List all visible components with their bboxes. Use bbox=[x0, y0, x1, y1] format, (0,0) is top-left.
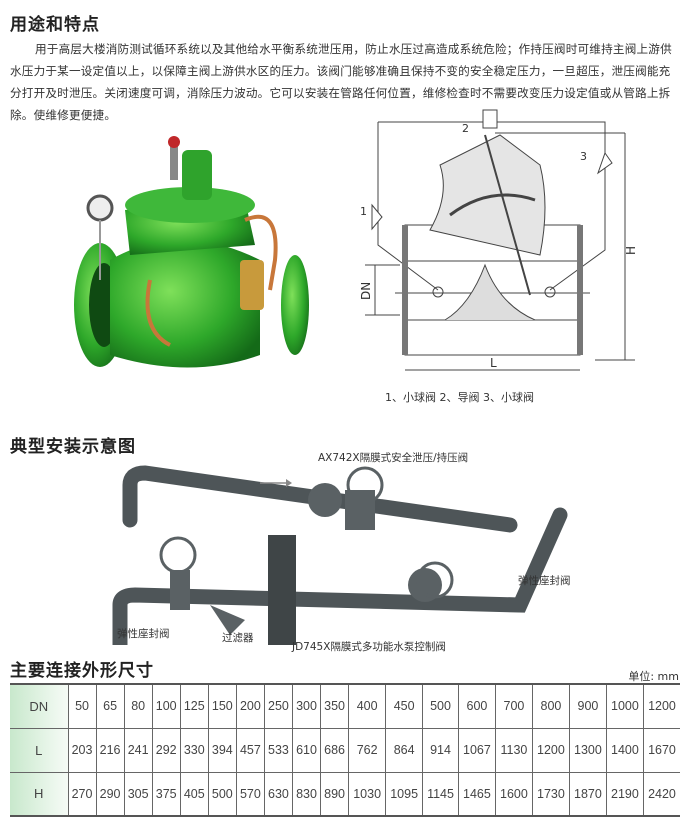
table-cell: 610 bbox=[291, 727, 321, 772]
table-cell: 1030 bbox=[348, 771, 386, 816]
table-cell: 292 bbox=[151, 727, 181, 772]
label-h: H bbox=[624, 246, 638, 255]
table-cell: 150 bbox=[207, 684, 237, 728]
table-cell: 890 bbox=[320, 771, 349, 816]
table-cell: 450 bbox=[385, 684, 423, 728]
row-header: DN bbox=[10, 684, 68, 728]
label-3: 3 bbox=[580, 150, 587, 163]
callout-pump-control-valve: JD745X隔膜式多功能水泵控制阀 bbox=[292, 641, 446, 653]
table-cell: 1670 bbox=[642, 727, 680, 772]
table-cell: 216 bbox=[95, 727, 125, 772]
table-cell: 800 bbox=[531, 684, 570, 728]
table-cell: 500 bbox=[422, 684, 459, 728]
table-cell: 686 bbox=[320, 727, 349, 772]
table-cell: 100 bbox=[151, 684, 181, 728]
table-cell: 457 bbox=[235, 727, 265, 772]
unit-label: 单位: mm bbox=[628, 670, 679, 683]
table-cell: 1200 bbox=[642, 684, 680, 728]
table-cell: 900 bbox=[568, 684, 607, 728]
table-cell: 330 bbox=[179, 727, 209, 772]
table-cell: 1300 bbox=[568, 727, 607, 772]
table-cell: 1465 bbox=[457, 771, 496, 816]
table-cell: 125 bbox=[179, 684, 209, 728]
label-dn: DN bbox=[359, 282, 373, 300]
table-cell: 250 bbox=[263, 684, 293, 728]
table-cell: 203 bbox=[67, 727, 97, 772]
table-cell: 1730 bbox=[531, 771, 570, 816]
table-cell: 394 bbox=[207, 727, 237, 772]
table-cell: 1870 bbox=[568, 771, 607, 816]
table-cell: 830 bbox=[291, 771, 321, 816]
callout-strainer: 过滤器 bbox=[222, 632, 254, 644]
table-cell: 350 bbox=[320, 684, 349, 728]
table-cell: 50 bbox=[67, 684, 97, 728]
table-cell: 80 bbox=[123, 684, 153, 728]
table-cell: 1145 bbox=[422, 771, 459, 816]
table-cell: 500 bbox=[207, 771, 237, 816]
table-cell: 570 bbox=[235, 771, 265, 816]
valve-product-photo bbox=[74, 136, 309, 368]
row-header: L bbox=[10, 727, 68, 772]
callout-gate-valve-left: 弹性座封阀 bbox=[117, 628, 170, 640]
table-cell: 200 bbox=[235, 684, 265, 728]
table-cell: 241 bbox=[123, 727, 153, 772]
table-cell: 1095 bbox=[385, 771, 423, 816]
table-cell: 2190 bbox=[605, 771, 644, 816]
usage-paragraph: 用于高层大楼消防测试循环系统以及其他给水平衡系统泄压用，防止水压过高造成系统危险… bbox=[10, 42, 672, 122]
table-cell: 305 bbox=[123, 771, 153, 816]
table-cell: 864 bbox=[385, 727, 423, 772]
table-cell: 375 bbox=[151, 771, 181, 816]
table-cell: 600 bbox=[457, 684, 496, 728]
table-cell: 65 bbox=[95, 684, 125, 728]
valve-section-drawing: 1 2 3 DN H L bbox=[359, 109, 638, 371]
table-cell: 700 bbox=[494, 684, 533, 728]
label-l: L bbox=[490, 356, 497, 370]
callout-relief-valve: AX742X隔膜式安全泄压/持压阀 bbox=[318, 452, 469, 464]
drawing-caption: 1、小球阀 2、导阀 3、小球阀 bbox=[385, 391, 534, 404]
section-title-usage: 用途和特点 bbox=[10, 15, 100, 35]
table-cell: 405 bbox=[179, 771, 209, 816]
table-cell: 1200 bbox=[531, 727, 570, 772]
table-cell: 1000 bbox=[605, 684, 644, 728]
table-cell: 270 bbox=[67, 771, 97, 816]
callout-gate-valve-right: 弹性座封阀 bbox=[518, 575, 571, 587]
table-cell: 400 bbox=[348, 684, 386, 728]
table-cell: 630 bbox=[263, 771, 293, 816]
table-cell: 290 bbox=[95, 771, 125, 816]
table-cell: 2420 bbox=[642, 771, 680, 816]
table-cell: 1130 bbox=[494, 727, 533, 772]
label-2: 2 bbox=[462, 122, 469, 135]
label-1: 1 bbox=[360, 205, 367, 218]
table-cell: 1400 bbox=[605, 727, 644, 772]
table-cell: 914 bbox=[422, 727, 459, 772]
table-cell: 533 bbox=[263, 727, 293, 772]
table-cell: 762 bbox=[348, 727, 386, 772]
row-header: H bbox=[10, 771, 68, 816]
table-cell: 300 bbox=[291, 684, 321, 728]
installation-diagram bbox=[112, 465, 568, 645]
section-title-dimensions: 主要连接外形尺寸 bbox=[10, 661, 154, 681]
table-cell: 1067 bbox=[457, 727, 496, 772]
section-title-installation: 典型安装示意图 bbox=[10, 437, 136, 457]
table-cell: 1600 bbox=[494, 771, 533, 816]
